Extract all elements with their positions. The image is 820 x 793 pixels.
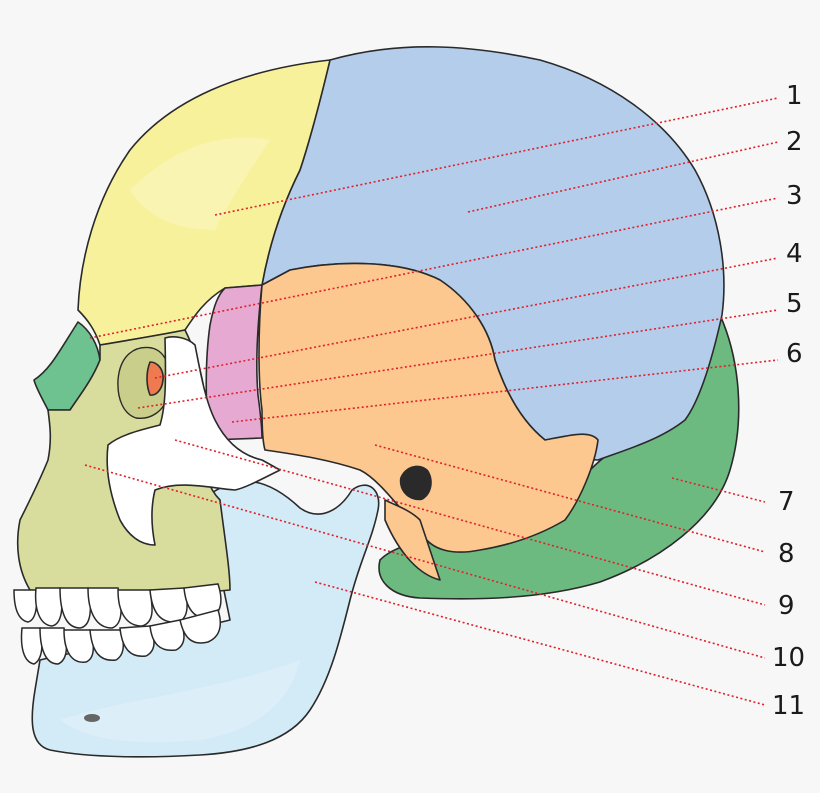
leader-line-11 bbox=[314, 581, 766, 706]
styloid-process bbox=[384, 499, 441, 581]
lacrimal-bone bbox=[146, 361, 164, 396]
mandible-bone bbox=[31, 480, 380, 758]
upper-tooth bbox=[87, 587, 122, 629]
leader-line-10 bbox=[84, 464, 766, 659]
upper-tooth bbox=[13, 589, 38, 623]
mandible-shade bbox=[60, 660, 300, 743]
zygomatic-bone bbox=[106, 336, 281, 546]
upper-tooth bbox=[59, 587, 92, 629]
ear-canal bbox=[399, 465, 432, 501]
leader-line-9 bbox=[174, 439, 766, 606]
label-3: 3 bbox=[786, 181, 803, 211]
label-9: 9 bbox=[778, 591, 795, 621]
mental-foramen bbox=[84, 714, 100, 722]
leader-line-1 bbox=[214, 97, 779, 216]
label-1: 1 bbox=[786, 81, 803, 111]
label-5: 5 bbox=[786, 289, 803, 319]
temporal-bone bbox=[258, 262, 599, 553]
label-8: 8 bbox=[778, 539, 795, 569]
upper-tooth bbox=[34, 587, 63, 627]
lower-tooth bbox=[20, 627, 43, 665]
upper-tooth bbox=[149, 587, 188, 623]
sphenoid-bone bbox=[205, 284, 263, 441]
label-6: 6 bbox=[786, 339, 803, 369]
frontal-shade bbox=[130, 137, 270, 230]
number-labels: 1 2 3 4 5 6 7 8 9 10 11 bbox=[772, 81, 805, 721]
label-7: 7 bbox=[778, 487, 795, 517]
leader-line-3 bbox=[89, 197, 779, 339]
teeth-group bbox=[13, 583, 222, 665]
leader-lines bbox=[84, 97, 779, 706]
label-10: 10 bbox=[772, 643, 805, 673]
lower-tooth bbox=[179, 609, 222, 644]
upper-tooth bbox=[117, 589, 153, 627]
label-4: 4 bbox=[786, 239, 803, 269]
label-11: 11 bbox=[772, 691, 805, 721]
leader-line-2 bbox=[467, 141, 779, 213]
label-2: 2 bbox=[786, 127, 803, 157]
leader-line-6 bbox=[231, 359, 779, 423]
